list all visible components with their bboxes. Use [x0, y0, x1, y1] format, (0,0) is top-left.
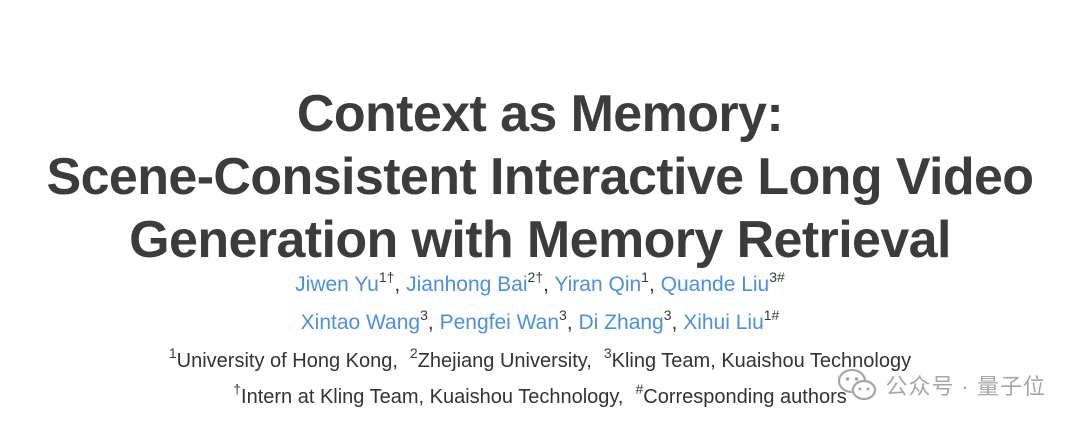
author-superscript: 3# — [769, 269, 785, 285]
author-link[interactable]: Di Zhang — [578, 311, 664, 334]
author-link[interactable]: Jianhong Bai — [406, 273, 528, 296]
author-link[interactable]: Yiran Qin — [554, 273, 642, 296]
watermark: 公众号 · 量子位 — [837, 366, 1046, 404]
notes-row: †Intern at Kling Team, Kuaishou Technolo… — [0, 379, 1080, 415]
author-link[interactable]: Xintao Wang — [300, 311, 421, 334]
affiliation-row: 1University of Hong Kong, 2Zhejiang Unive… — [0, 343, 1080, 379]
author-superscript: 3 — [663, 307, 672, 323]
affiliation-superscript: 3 — [603, 345, 612, 362]
author-separator: , — [394, 273, 407, 296]
author-link[interactable]: Pengfei Wan — [439, 311, 560, 334]
wechat-icon — [838, 368, 877, 401]
author-superscript: 1 — [641, 269, 649, 285]
author-list: Jiwen Yu1†, Jianhong Bai2†, Yiran Qin1, … — [0, 266, 1080, 342]
affiliation-kling: Kling Team, Kuaishou Technology — [611, 350, 912, 372]
author-link[interactable]: Xihui Liu — [683, 311, 764, 334]
affiliation-list: 1University of Hong Kong, 2Zhejiang Unive… — [0, 343, 1080, 415]
author-separator: , — [671, 311, 684, 334]
author-row-2: Xintao Wang3, Pengfei Wan3, Di Zhang3, X… — [0, 304, 1080, 342]
author-separator: , — [543, 273, 555, 296]
author-superscript: 3 — [420, 307, 428, 323]
affiliation-hku: University of Hong Kong, — [176, 350, 398, 372]
affiliation-superscript: 1 — [168, 345, 177, 362]
note-superscript: # — [635, 381, 644, 398]
corresponding-note: Corresponding authors — [643, 386, 847, 408]
title-line-2: Scene-Consistent Interactive Long Video — [46, 147, 1035, 206]
author-superscript: 1† — [378, 269, 395, 285]
author-row-1: Jiwen Yu1†, Jianhong Bai2†, Yiran Qin1, … — [0, 266, 1080, 304]
author-separator: , — [427, 311, 440, 334]
author-link[interactable]: Quande Liu — [660, 273, 770, 296]
author-link[interactable]: Jiwen Yu — [295, 273, 379, 296]
author-superscript: 1# — [763, 307, 780, 323]
paper-title: Context as Memory: Scene-Consistent Inte… — [0, 83, 1080, 272]
affiliation-superscript: 2 — [409, 345, 418, 362]
author-separator: , — [566, 311, 579, 334]
author-superscript: 2† — [527, 269, 544, 285]
affiliation-zju: Zhejiang University, — [417, 350, 592, 372]
author-separator: , — [648, 273, 661, 296]
title-line-3: Generation with Memory Retrieval — [129, 210, 951, 269]
author-superscript: 3 — [559, 307, 567, 323]
watermark-text: 公众号 · 量子位 — [885, 374, 1046, 399]
title-line-1: Context as Memory: — [296, 84, 784, 143]
note-superscript: † — [233, 381, 242, 398]
intern-note: Intern at Kling Team, Kuaishou Technolog… — [241, 386, 624, 408]
